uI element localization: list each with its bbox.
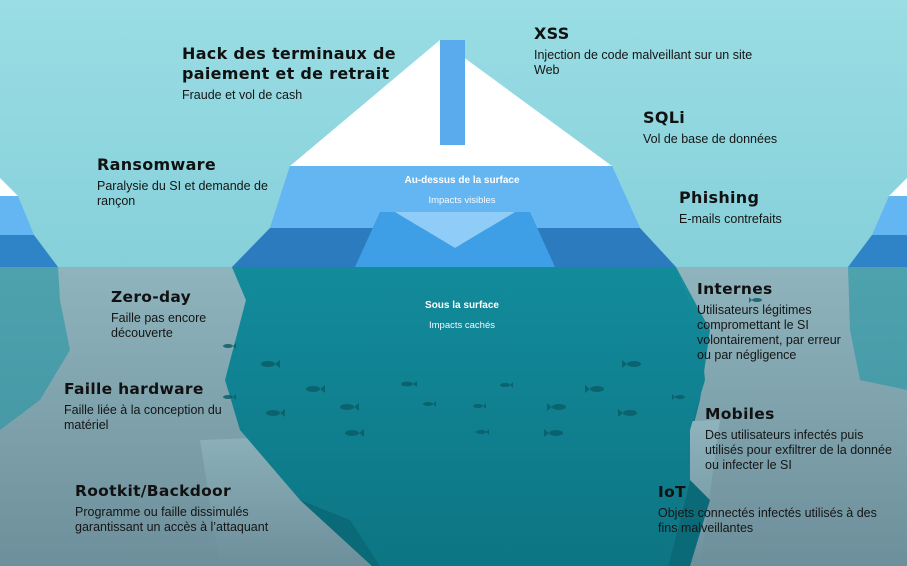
threat-title: Phishing [679,188,859,208]
threat-title: Hack des terminaux de paiement et de ret… [182,44,412,84]
threat-description: Fraude et vol de cash [182,88,412,103]
threat-hardware: Faille hardware Faille liée à la concept… [64,379,234,433]
threat-description: Utilisateurs légitimes compromettant le … [697,303,857,363]
threat-internes: Internes Utilisateurs légitimes comprome… [697,279,857,363]
threat-title: Internes [697,279,857,299]
threat-sqli: SQLi Vol de base de données [643,108,843,147]
threat-rootkit: Rootkit/Backdoor Programme ou faille dis… [75,481,305,535]
threat-mobiles: Mobiles Des utilisateurs infectés puis u… [705,404,897,473]
threat-xss: XSS Injection de code malveillant sur un… [534,24,754,78]
threat-title: XSS [534,24,754,44]
underwater-title: Sous la surface [392,300,532,311]
threat-description: Des utilisateurs infectés puis utilisés … [705,428,897,473]
threat-ransomware: Ransomware Paralysie du SI et demande de… [97,155,277,209]
threat-description: Programme ou faille dissimulés garantiss… [75,505,305,535]
threat-title: SQLi [643,108,843,128]
underwater-subtitle: Impacts cachés [392,320,532,331]
threat-title: Faille hardware [64,379,234,399]
threat-title: Ransomware [97,155,277,175]
threat-title: Rootkit/Backdoor [75,481,305,501]
threat-description: Faille liée à la conception du matériel [64,403,234,433]
threat-description: E-mails contrefaits [679,212,859,227]
threat-zeroday: Zero-day Faille pas encore découverte [111,287,251,341]
threat-description: Objets connectés infectés utilisés à des… [658,506,888,536]
threat-title: IoT [658,482,888,502]
surface-caption: Au-dessus de la surface Impacts visibles [392,175,532,206]
surface-title: Au-dessus de la surface [392,175,532,186]
threat-title: Zero-day [111,287,251,307]
threat-hack: Hack des terminaux de paiement et de ret… [182,44,412,103]
threat-description: Paralysie du SI et demande de rançon [97,179,277,209]
threat-description: Vol de base de données [643,132,843,147]
surface-subtitle: Impacts visibles [392,195,532,206]
threat-iot: IoT Objets connectés infectés utilisés à… [658,482,888,536]
threat-description: Faille pas encore découverte [111,311,251,341]
threat-phishing: Phishing E-mails contrefaits [679,188,859,227]
underwater-caption: Sous la surface Impacts cachés [392,300,532,331]
threat-description: Injection de code malveillant sur un sit… [534,48,754,78]
threat-title: Mobiles [705,404,897,424]
